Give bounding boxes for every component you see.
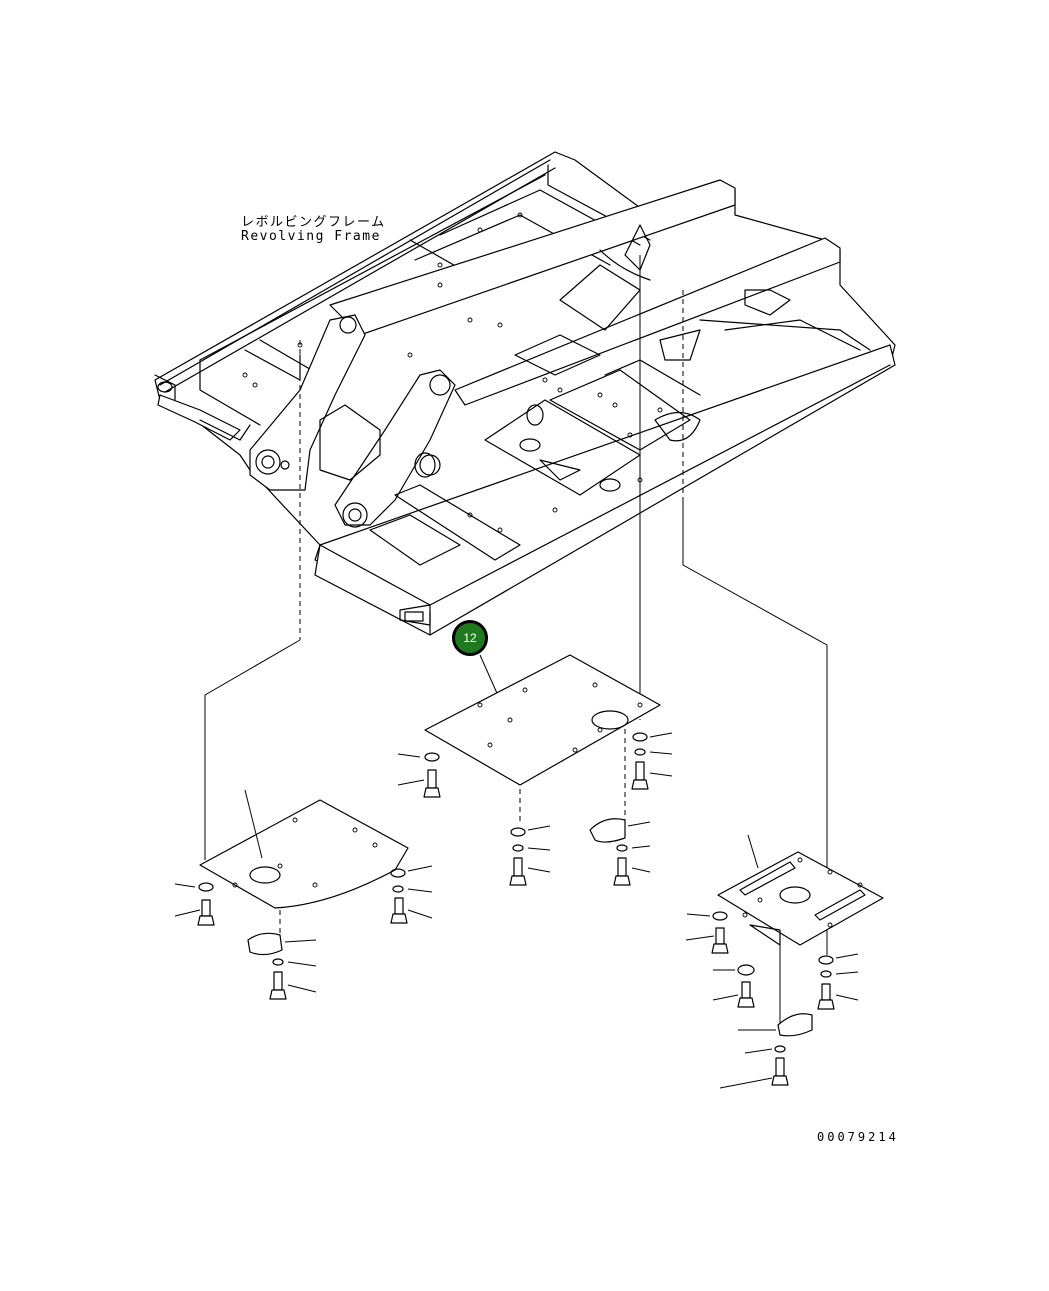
inspection-covers bbox=[247, 818, 813, 1037]
frame-main-beam-right bbox=[454, 237, 841, 406]
cover-plate-right bbox=[717, 834, 884, 946]
cover-plate-left bbox=[199, 789, 409, 909]
frame-holes bbox=[242, 212, 663, 533]
cover-plate-center bbox=[424, 654, 661, 786]
frame-label-english: Revolving Frame bbox=[241, 229, 381, 244]
boom-bracket-left bbox=[249, 314, 366, 491]
revolving-frame bbox=[154, 151, 896, 636]
frame-label-japanese: レボルビングフレーム bbox=[241, 215, 386, 230]
callout-12-button[interactable]: 12 bbox=[452, 620, 488, 656]
fasteners bbox=[174, 732, 859, 1089]
boom-bracket-right bbox=[334, 369, 456, 526]
frame-left-step bbox=[157, 394, 241, 441]
drawing-number: 00079214 bbox=[817, 1130, 899, 1144]
